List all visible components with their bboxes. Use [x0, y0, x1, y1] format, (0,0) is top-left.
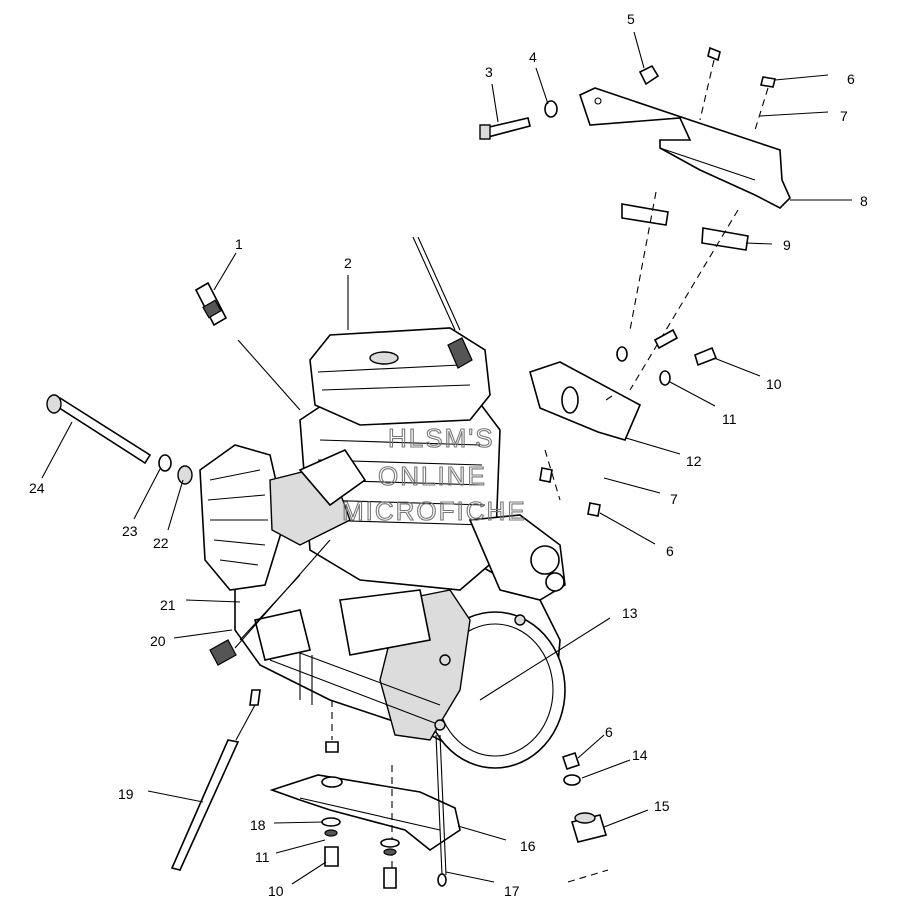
- callout-23: 23: [122, 523, 138, 539]
- callout-11-top: 11: [722, 411, 737, 427]
- callout-22: 22: [153, 535, 169, 551]
- callout-6-top: 6: [847, 71, 855, 87]
- callout-11-bottom: 11: [255, 849, 270, 865]
- callout-6-mid: 6: [666, 543, 674, 559]
- callout-16: 16: [520, 838, 536, 854]
- watermark-line-1: HLSM'S: [388, 423, 495, 453]
- part-rubber-mounts: [621, 191, 749, 391]
- callout-12: 12: [686, 453, 702, 469]
- callout-14: 14: [632, 747, 648, 763]
- callout-10-bottom: 10: [268, 883, 284, 899]
- callout-7-mid: 7: [670, 491, 678, 507]
- callout-13: 13: [622, 605, 638, 621]
- part-spark-plug: [194, 281, 301, 411]
- part-heat-shield-12: [529, 361, 642, 441]
- part-nut-washer: [561, 751, 581, 786]
- callout-2: 2: [344, 255, 352, 271]
- callout-5: 5: [627, 11, 635, 27]
- callout-7-top: 7: [840, 108, 848, 124]
- part-long-bolt: [46, 394, 193, 485]
- callout-24: 24: [29, 480, 45, 496]
- part-mount-15: [567, 812, 609, 883]
- part-rod-17: [435, 734, 447, 887]
- part-tube-19: [170, 689, 261, 871]
- part-bottom-bolts: [321, 741, 400, 889]
- callout-9: 9: [783, 237, 791, 253]
- callout-21: 21: [160, 597, 176, 613]
- callout-6-bottom: 6: [605, 724, 613, 740]
- part-bracket-8: [579, 87, 791, 209]
- watermark-line-3: MICROFICHE: [342, 496, 527, 526]
- callout-20: 20: [150, 633, 166, 649]
- callout-3: 3: [485, 64, 493, 80]
- leader-lines: [41, 31, 852, 885]
- callout-1: 1: [235, 236, 243, 252]
- engine-assembly: [199, 236, 566, 769]
- callout-10-top: 10: [766, 376, 782, 392]
- part-bolt-3: [479, 64, 660, 140]
- callout-15: 15: [654, 798, 670, 814]
- watermark-line-2: ONLINE: [378, 461, 487, 491]
- watermark: HLSM'S ONLINE MICROFICHE: [341, 422, 527, 526]
- callout-17: 17: [504, 883, 520, 899]
- callout-labels: 1 2 3 4 5 6 7 8 9 10 11 12 6 7 13 14 15 …: [29, 11, 868, 899]
- callout-4: 4: [529, 49, 537, 65]
- part-bolts-top-right: [539, 46, 776, 517]
- callout-18: 18: [250, 817, 266, 833]
- callout-8: 8: [860, 193, 868, 209]
- callout-19: 19: [118, 786, 134, 802]
